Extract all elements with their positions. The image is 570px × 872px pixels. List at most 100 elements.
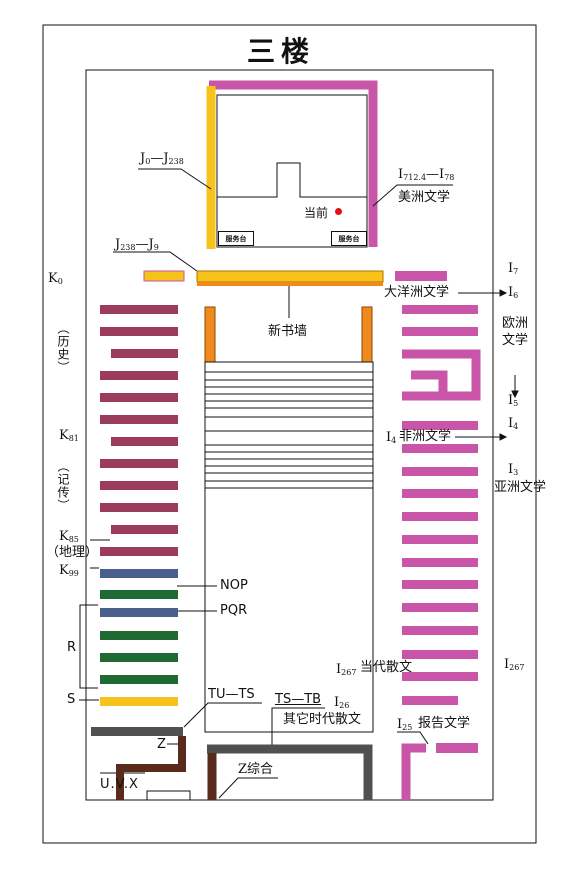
label-africa-lit: 非洲文学 bbox=[399, 429, 452, 444]
label-american-lit: 美洲文学 bbox=[398, 190, 451, 205]
leader-j238 bbox=[113, 251, 198, 272]
label-europe-lit: 欧洲文学 bbox=[501, 316, 528, 348]
new-wall-left bbox=[204, 306, 216, 363]
right-shelf-4 bbox=[402, 444, 478, 453]
current-location-marker bbox=[335, 208, 342, 215]
label-z-general: Z综合 bbox=[238, 762, 274, 777]
label-tu-ts: TU—TS bbox=[208, 687, 255, 702]
right-shelf-10 bbox=[402, 580, 478, 589]
label-pqr: PQR bbox=[220, 603, 248, 618]
label-geography: （地理） bbox=[46, 545, 99, 560]
shelf-z bbox=[116, 736, 186, 800]
left-shelf-14 bbox=[100, 590, 178, 599]
label-i4: I4 bbox=[386, 430, 397, 445]
leader-j0 bbox=[138, 168, 212, 190]
left-shelf-15 bbox=[100, 608, 178, 617]
left-shelf-6 bbox=[100, 415, 178, 424]
outer-frame bbox=[42, 24, 537, 844]
left-shelf-13 bbox=[100, 569, 178, 578]
label-k99: K99 bbox=[59, 563, 79, 578]
label-history: （历史） bbox=[56, 322, 70, 374]
shelf-j-main-base bbox=[197, 282, 383, 286]
leader-z-general bbox=[218, 777, 278, 799]
label-i26: I26 bbox=[334, 695, 350, 710]
left-shelf-8 bbox=[100, 459, 178, 468]
leader-ts-tb bbox=[271, 707, 325, 745]
label-k0: K0 bbox=[48, 271, 63, 286]
service-desk-left: 服务台 bbox=[218, 231, 254, 246]
label-uvx: U.V.X bbox=[100, 777, 139, 792]
left-shelf-12 bbox=[100, 547, 178, 556]
label-i25: I25 bbox=[397, 717, 413, 732]
floor-outline bbox=[85, 69, 494, 801]
new-wall-area bbox=[204, 361, 374, 733]
top-room-wall-magenta bbox=[209, 80, 378, 247]
left-shelf-2 bbox=[100, 327, 178, 336]
arrow-oceania bbox=[499, 289, 508, 297]
label-i3: I3 bbox=[508, 462, 519, 477]
label-i5: I5 bbox=[508, 393, 519, 408]
left-shelf-17 bbox=[100, 653, 178, 662]
label-other-prose: 其它时代散文 bbox=[283, 712, 362, 727]
shelf-i25-right bbox=[436, 743, 478, 753]
new-wall-right bbox=[361, 306, 373, 363]
right-shelf-13 bbox=[402, 650, 478, 659]
right-shelf-15 bbox=[402, 696, 458, 705]
arrow-europe bbox=[511, 390, 519, 399]
right-shelves bbox=[395, 271, 481, 705]
label-i6: I6 bbox=[508, 285, 519, 300]
label-oceania-lit: 大洋洲文学 bbox=[384, 285, 450, 300]
right-shelf-6 bbox=[402, 489, 478, 498]
service-desk-right: 服务台 bbox=[331, 231, 367, 246]
label-i712-i78: I712.4—I78 bbox=[398, 167, 455, 182]
label-report-lit: 报告文学 bbox=[418, 716, 471, 731]
shelf-i25 bbox=[401, 743, 426, 800]
right-shelf-europe-hook bbox=[402, 349, 481, 401]
left-shelf-18 bbox=[100, 675, 178, 684]
right-shelf-3 bbox=[402, 421, 478, 430]
left-shelf-16 bbox=[100, 631, 178, 640]
label-j0-j238: J0—J238 bbox=[140, 151, 184, 166]
label-r: R bbox=[67, 640, 77, 655]
top-room-inner bbox=[216, 94, 368, 248]
right-shelf-i7 bbox=[395, 271, 447, 281]
left-shelf-9 bbox=[100, 481, 178, 490]
label-new-book-wall: 新书墙 bbox=[268, 324, 308, 339]
top-room-partition bbox=[217, 162, 367, 198]
left-shelf-11 bbox=[111, 525, 178, 534]
label-z: Z bbox=[157, 737, 166, 752]
right-shelf-7 bbox=[402, 512, 478, 521]
label-i7: I7 bbox=[508, 261, 519, 276]
bracket-r bbox=[79, 604, 98, 689]
label-nop: NOP bbox=[220, 578, 248, 593]
label-s: S bbox=[67, 692, 76, 707]
leader-i25 bbox=[397, 731, 429, 745]
left-shelf-7 bbox=[111, 437, 178, 446]
arrows bbox=[455, 289, 519, 441]
right-shelf-11 bbox=[402, 603, 478, 612]
current-location-label: 当前 bbox=[304, 206, 329, 220]
label-ts-tb: TS—TB bbox=[275, 692, 322, 707]
label-i267: I267 bbox=[336, 662, 357, 677]
new-wall-stripes bbox=[205, 371, 373, 489]
shelf-j-main bbox=[196, 270, 384, 283]
shelf-uvx bbox=[146, 790, 191, 801]
new-book-wall bbox=[204, 306, 374, 733]
label-k85: K85 bbox=[59, 529, 79, 544]
page-title: 三楼 bbox=[247, 35, 316, 68]
shelf-ts-tb bbox=[207, 744, 373, 800]
left-shelf-5 bbox=[100, 393, 178, 402]
right-shelf-1 bbox=[402, 305, 478, 314]
label-i267-right: I267 bbox=[504, 657, 525, 672]
left-shelves bbox=[100, 305, 178, 706]
leader-tu-ts bbox=[183, 702, 262, 728]
leader-i712 bbox=[372, 184, 453, 207]
arrow-africa bbox=[499, 433, 508, 441]
shelf-tu-ts bbox=[91, 727, 183, 736]
label-biography: （记传） bbox=[56, 460, 70, 512]
right-shelf-9 bbox=[402, 558, 478, 567]
label-asia-lit: 亚洲文学 bbox=[494, 480, 547, 495]
left-shelf-3 bbox=[111, 349, 178, 358]
right-shelf-8 bbox=[402, 535, 478, 544]
